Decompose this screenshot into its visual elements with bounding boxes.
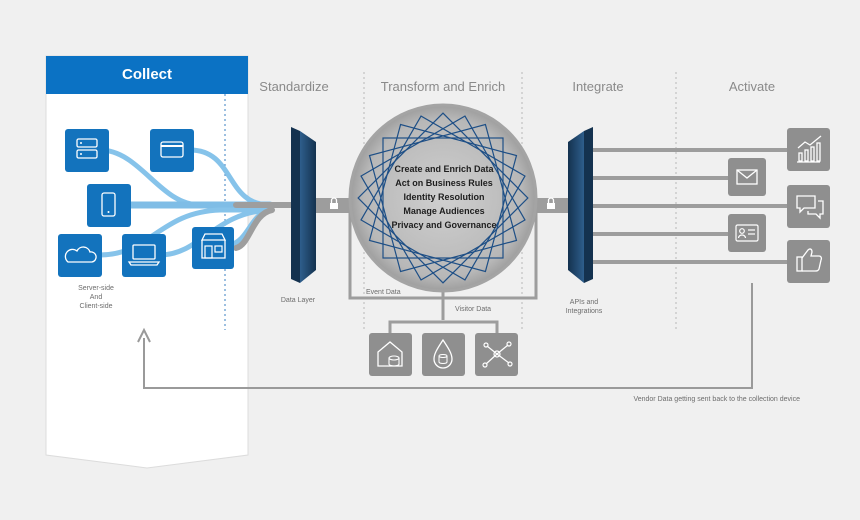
store-icon [192,227,234,269]
source-icons [58,129,234,277]
integration-connector [568,127,593,283]
transform-stage-title: Transform and Enrich [380,79,506,94]
hub-pattern [357,112,529,284]
integrate-stage-title: Integrate [572,79,624,94]
hub-line: Identity Resolution [403,192,485,202]
source-caption-line: Server-side [78,285,114,292]
credit-card-icon [150,129,194,172]
cloud-icon [58,234,102,277]
chat-icon [787,185,830,228]
lock-icon-right [547,197,555,209]
hub-pattern-square [360,115,526,281]
data-warehouse-icon [369,333,412,376]
laptop-icon [122,234,166,277]
vendor-return-arrow [137,283,753,389]
activate-stage-title: Activate [728,79,776,94]
hub-capabilities: Create and Enrich Data Act on Business R… [354,162,534,232]
hub-line: Act on Business Rules [395,178,493,188]
event-data-label: Event Data [366,289,401,296]
email-icon [728,158,766,196]
database-icon [422,333,465,376]
data-layer-label: Data Layer [280,297,316,304]
destination-icons [728,128,830,283]
hub-pattern-square [368,123,518,273]
visitor-data-label: Visitor Data [455,306,492,313]
data-layer-connector [291,127,316,283]
hub-pattern-square [357,112,529,284]
mobile-icon [87,184,131,227]
apis-label-line: Integrations [565,308,603,315]
collect-stage-title: Collect [121,66,172,83]
server-icon [65,129,109,172]
hub-pattern-square [382,137,504,259]
collect-header [46,56,248,94]
hub-line: Manage Audiences [403,206,485,216]
standardize-stage-title: Standardize [259,79,329,94]
analytics-chart-icon [787,128,830,171]
apis-label-line: APIs and [569,299,599,306]
id-card-icon [728,214,766,252]
lock-icon [330,197,338,209]
hub-loops [348,205,538,340]
transform-hub [348,103,538,293]
apis-integrations-label: APIs and Integrations [552,298,616,316]
hub-pattern-square [360,115,526,281]
vendor-return-label: Vendor Data getting sent back to the col… [633,396,800,403]
hub-line: Privacy and Governance [391,220,497,230]
storage-icons [369,333,518,376]
thumbs-up-icon [787,240,830,283]
network-icon [475,333,518,376]
hub-pattern-square [368,123,518,273]
source-caption-line: Client-side [79,303,113,310]
destination-lines [593,148,790,264]
source-caption: Server-side And Client-side [51,284,141,311]
hub-line: Create and Enrich Data [394,164,494,174]
source-caption-line: And [89,294,103,301]
source-flows-gray [233,202,303,251]
